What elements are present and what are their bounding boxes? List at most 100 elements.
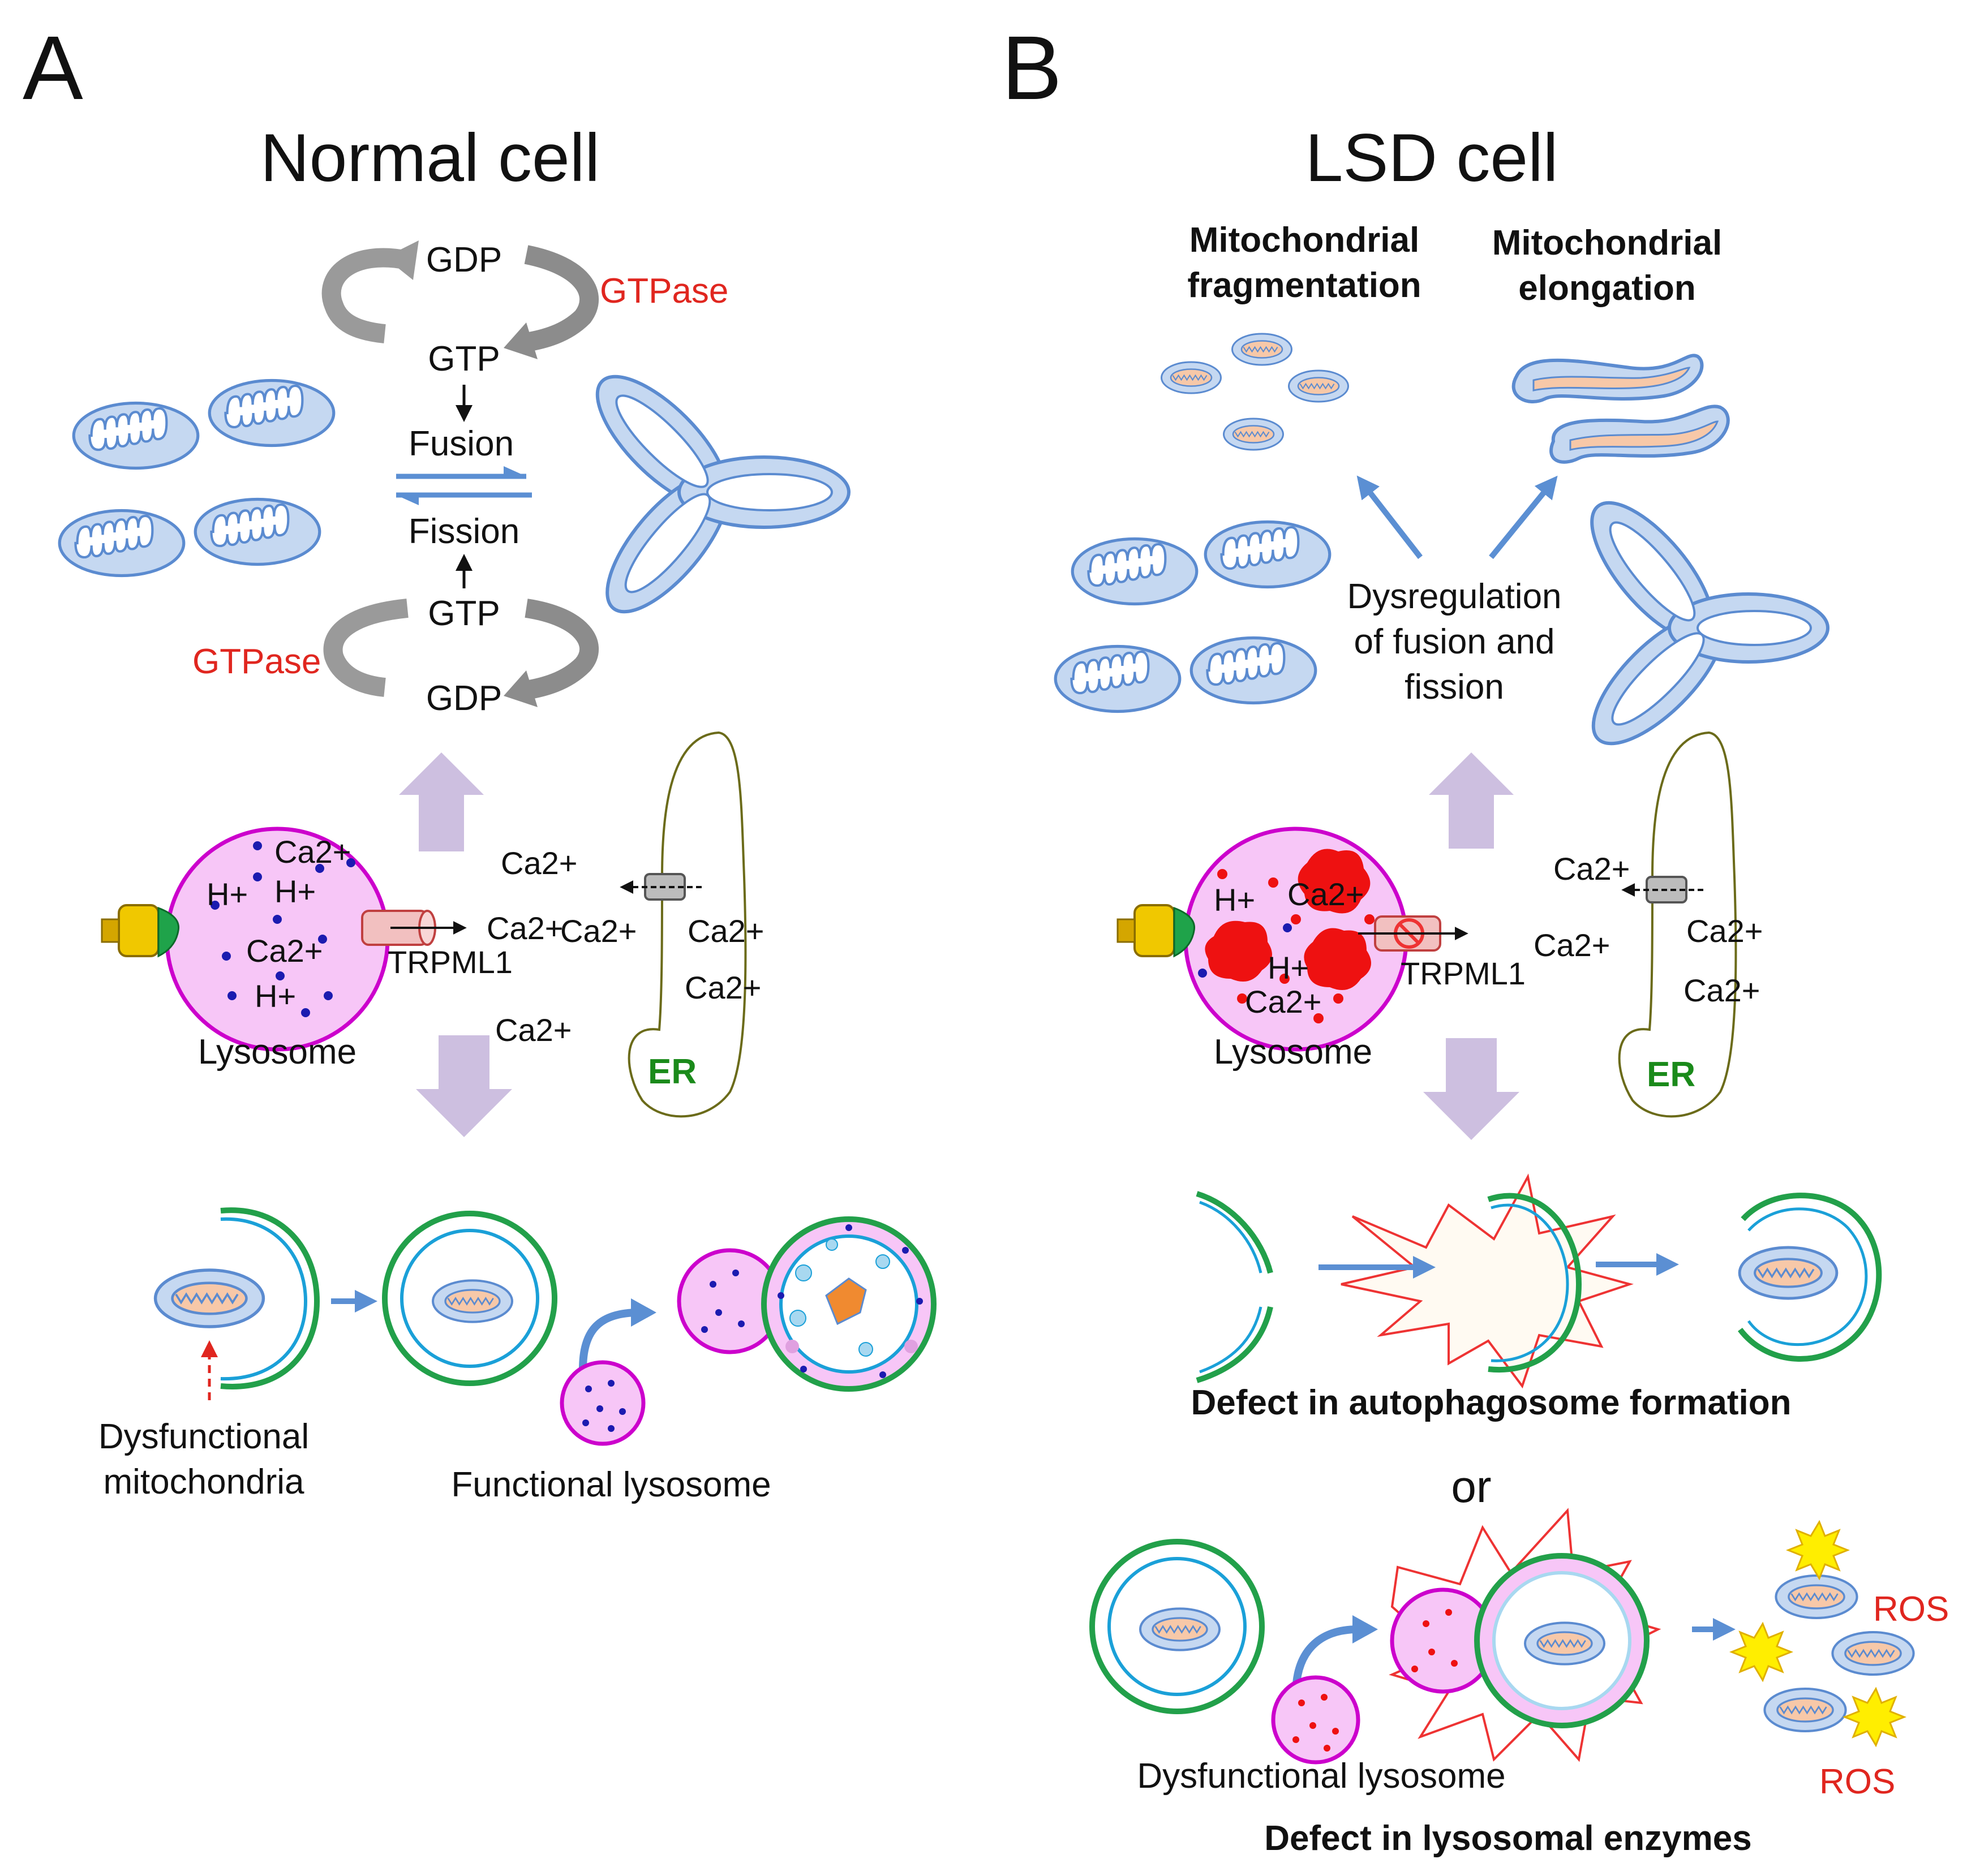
h-label: H+ <box>1268 950 1309 986</box>
mitochondrion-icon <box>195 500 320 565</box>
mitochondrion-icon <box>1072 539 1197 604</box>
gtpase-top-label: GTPase <box>600 272 728 311</box>
ca-label: Ca2+ <box>1534 927 1610 963</box>
ca-label: Ca2+ <box>274 834 351 870</box>
mitochondrion-icon <box>1205 522 1330 587</box>
h-label: H+ <box>1214 882 1255 918</box>
ca-label: Ca2+ <box>487 910 563 946</box>
fragmentation-line1: Mitochondrial <box>1189 221 1419 260</box>
mitochondrion-icon <box>59 511 184 576</box>
fragmented-mitochondrion-icon <box>1160 361 1222 394</box>
dysfunctional-mito-line1: Dysfunctional <box>98 1417 309 1456</box>
upward-arrow <box>399 752 484 851</box>
h-label: H+ <box>255 978 296 1014</box>
mitochondrion-icon <box>1525 1623 1604 1664</box>
h-label: H+ <box>274 874 316 909</box>
ca-label: Ca2+ <box>685 970 761 1005</box>
ros-burst-icon <box>1842 1686 1907 1748</box>
fragmented-mitochondrion-icon <box>1222 418 1285 451</box>
v-atpase-icon <box>1116 904 1196 958</box>
gtp-bottom-label: GTP <box>428 594 500 633</box>
ca-label: Ca2+ <box>560 913 637 949</box>
gtpase-bottom-label: GTPase <box>192 642 321 681</box>
mitochondrion-icon <box>433 1280 512 1322</box>
lysosome-label: Lysosome <box>198 1032 357 1072</box>
or-label: or <box>1451 1461 1491 1512</box>
h-label: H+ <box>207 876 248 912</box>
ca-label: Ca2+ <box>1553 851 1630 887</box>
ca-label: Ca2+ <box>1287 876 1364 912</box>
gdp-bottom-label: GDP <box>426 679 502 718</box>
er-a: Ca2+ Ca2+ ER <box>620 731 764 1118</box>
panel-b: B LSD cell Mitochondrial fragmentation M… <box>1002 17 1949 1858</box>
lysosome-b: H+ Ca2+ H+ Ca2+ TRPML1 Lysosome <box>1116 827 1526 1072</box>
fragmentation-line2: fragmentation <box>1187 266 1421 305</box>
ca-label: Ca2+ <box>501 845 577 881</box>
mitochondrion-icon <box>74 403 198 468</box>
lysosome-a: Ca2+ H+ H+ Ca2+ H+ TRPML1 Lysosome <box>101 827 513 1072</box>
mitochondrion-icon <box>209 381 334 446</box>
fused-mitochondrion-icon <box>595 375 851 614</box>
gtpase-cycle-bottom: GTP GDP GTPase <box>192 594 599 718</box>
autophagosome-defect-label: Defect in autophagosome formation <box>1191 1383 1792 1422</box>
ca-label: Ca2+ <box>1683 973 1760 1008</box>
ca-label: Ca2+ <box>688 913 764 949</box>
ros-burst-icon <box>1785 1520 1850 1581</box>
panel-b-title: LSD cell <box>1305 120 1558 196</box>
trpml1-channel-icon <box>361 910 467 946</box>
mitochondrion-icon <box>1764 1689 1845 1731</box>
ros-burst-icon <box>1729 1621 1794 1683</box>
ca-label: Ca2+ <box>1686 913 1763 949</box>
dysfunctional-mito-line2: mitochondria <box>104 1462 304 1501</box>
mitochondrion-icon <box>1055 647 1180 712</box>
mitochondrion-icon <box>1776 1576 1857 1618</box>
gtpase-cycle-top: GDP GTP GTPase <box>321 240 728 378</box>
fragmented-mitochondrion-icon <box>1287 369 1350 403</box>
downward-arrow <box>1423 1038 1519 1140</box>
elongation-line2: elongation <box>1518 269 1695 308</box>
mitochondrion-icon <box>1832 1632 1913 1675</box>
trpml1-label: TRPML1 <box>1401 956 1526 991</box>
mitochondrion-icon <box>1740 1247 1837 1298</box>
lysosome-label: Lysosome <box>1214 1032 1372 1072</box>
fission-label: Fission <box>409 512 519 551</box>
fusion-fission-arrows <box>396 466 532 505</box>
ca-label: Ca2+ <box>1245 984 1321 1019</box>
elongation-line1: Mitochondrial <box>1492 223 1722 263</box>
er-label: ER <box>1647 1055 1695 1094</box>
dysregulation-line1: Dysregulation <box>1347 577 1561 616</box>
dysregulation-line3: fission <box>1405 668 1504 707</box>
to-elongation-arrow <box>1489 475 1558 560</box>
upward-arrow <box>1429 752 1514 849</box>
fused-mitochondrion-icon <box>1590 501 1829 746</box>
dysfunctional-mitochondrion-icon <box>156 1270 264 1327</box>
ros-label: ROS <box>1873 1590 1949 1629</box>
functional-lysosome-label: Functional lysosome <box>451 1465 771 1504</box>
ca-label: Ca2+ <box>246 933 323 969</box>
mitochondrion-icon <box>1140 1608 1219 1650</box>
ca-label: Ca2+ <box>495 1012 572 1048</box>
er-b: Ca2+ Ca2+ ER <box>1618 731 1763 1118</box>
fragmented-mitochondrion-icon <box>1231 333 1293 366</box>
gtp-top-label: GTP <box>428 339 500 378</box>
dysregulation-line2: of fusion and <box>1354 622 1554 661</box>
panel-a-title: Normal cell <box>260 120 600 196</box>
fusion-label: Fusion <box>409 424 514 463</box>
panel-a-letter: A <box>23 17 83 118</box>
downward-arrow <box>416 1035 512 1137</box>
mitochondrion-icon <box>1191 638 1316 703</box>
to-fragmentation-arrow <box>1356 475 1423 560</box>
v-atpase-icon <box>101 904 180 958</box>
dysfunctional-lysosome-label: Dysfunctional lysosome <box>1137 1757 1505 1796</box>
trpml1-label: TRPML1 <box>388 944 513 980</box>
elongated-mitochondrion-icon <box>1511 354 1730 464</box>
er-label: ER <box>648 1052 697 1091</box>
lysosomal-enzyme-defect-sequence: ROS ROS <box>1089 1508 1949 1801</box>
autophagosome-defect-sequence <box>1196 1173 1882 1389</box>
mitophagy-sequence-a <box>156 1207 937 1446</box>
ros-label: ROS <box>1819 1762 1895 1801</box>
gdp-top-label: GDP <box>426 240 502 279</box>
panel-b-letter: B <box>1002 17 1062 118</box>
panel-a: A Normal cell GDP GTP GTPase Fusion Fiss… <box>23 17 937 1504</box>
